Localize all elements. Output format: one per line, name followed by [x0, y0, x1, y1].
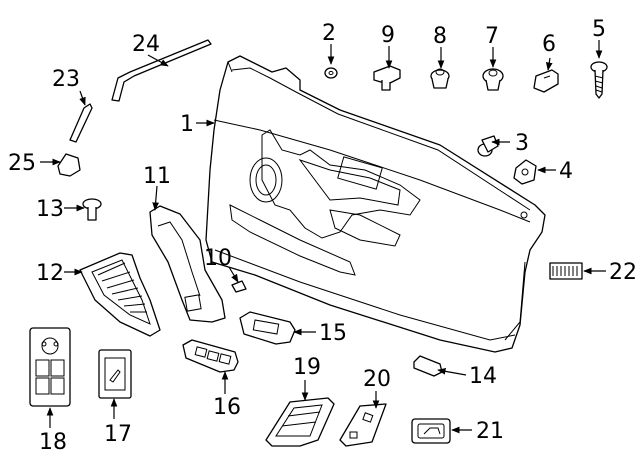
callout-10: 10 [204, 246, 232, 271]
push-clip-part-7 [482, 68, 504, 91]
callout-16: 16 [213, 395, 241, 420]
weatherstrip-part-24 [111, 39, 212, 102]
clip-part-25 [57, 153, 81, 177]
rod-part-23 [69, 103, 93, 143]
callout-2: 2 [322, 21, 336, 46]
callout-7: 7 [485, 24, 499, 49]
speaker-grille-part-12 [79, 252, 161, 337]
callout-12: 12 [36, 261, 64, 286]
bracket-part-6 [533, 69, 559, 93]
callout-23: 23 [52, 67, 80, 92]
master-switch-part-18 [29, 327, 71, 407]
washer-part [324, 67, 338, 79]
clip-part-14 [413, 355, 443, 377]
armrest-trim-part-11 [149, 205, 226, 323]
callout-17: 17 [104, 422, 132, 447]
callout-1: 1 [180, 112, 194, 137]
switch-part-21 [411, 418, 451, 444]
callout-21: 21 [476, 419, 504, 444]
callout-22: 22 [609, 260, 637, 285]
switch-panel-part-16 [182, 339, 239, 373]
switch-part-20 [339, 403, 387, 447]
callout-9: 9 [381, 23, 395, 48]
switch-panel-part-15 [239, 311, 296, 345]
callout-15: 15 [319, 321, 347, 346]
callout-14: 14 [469, 364, 497, 389]
clip-part-9 [373, 65, 401, 91]
callout-18: 18 [39, 430, 67, 455]
leader-lines [40, 40, 606, 434]
cover-part-19 [265, 397, 335, 447]
callout-13: 13 [36, 197, 64, 222]
callout-3: 3 [515, 131, 529, 156]
door-trim-panel [205, 55, 546, 353]
clip-part-10 [231, 280, 247, 293]
nut-part-4 [513, 159, 537, 185]
callout-25: 25 [8, 151, 36, 176]
push-clip-part-8 [430, 68, 450, 89]
window-switch-part-17 [98, 349, 132, 399]
callout-4: 4 [559, 159, 573, 184]
screw-part-5 [590, 61, 608, 99]
callout-11: 11 [143, 164, 171, 189]
rivet-part-3 [477, 135, 499, 157]
callout-6: 6 [542, 32, 556, 57]
callout-19: 19 [293, 355, 321, 380]
vent-part-22 [549, 262, 583, 280]
callout-5: 5 [592, 17, 606, 42]
callout-24: 24 [132, 32, 160, 57]
bolt-part-13 [82, 198, 102, 221]
callout-8: 8 [433, 24, 447, 49]
callout-20: 20 [363, 367, 391, 392]
